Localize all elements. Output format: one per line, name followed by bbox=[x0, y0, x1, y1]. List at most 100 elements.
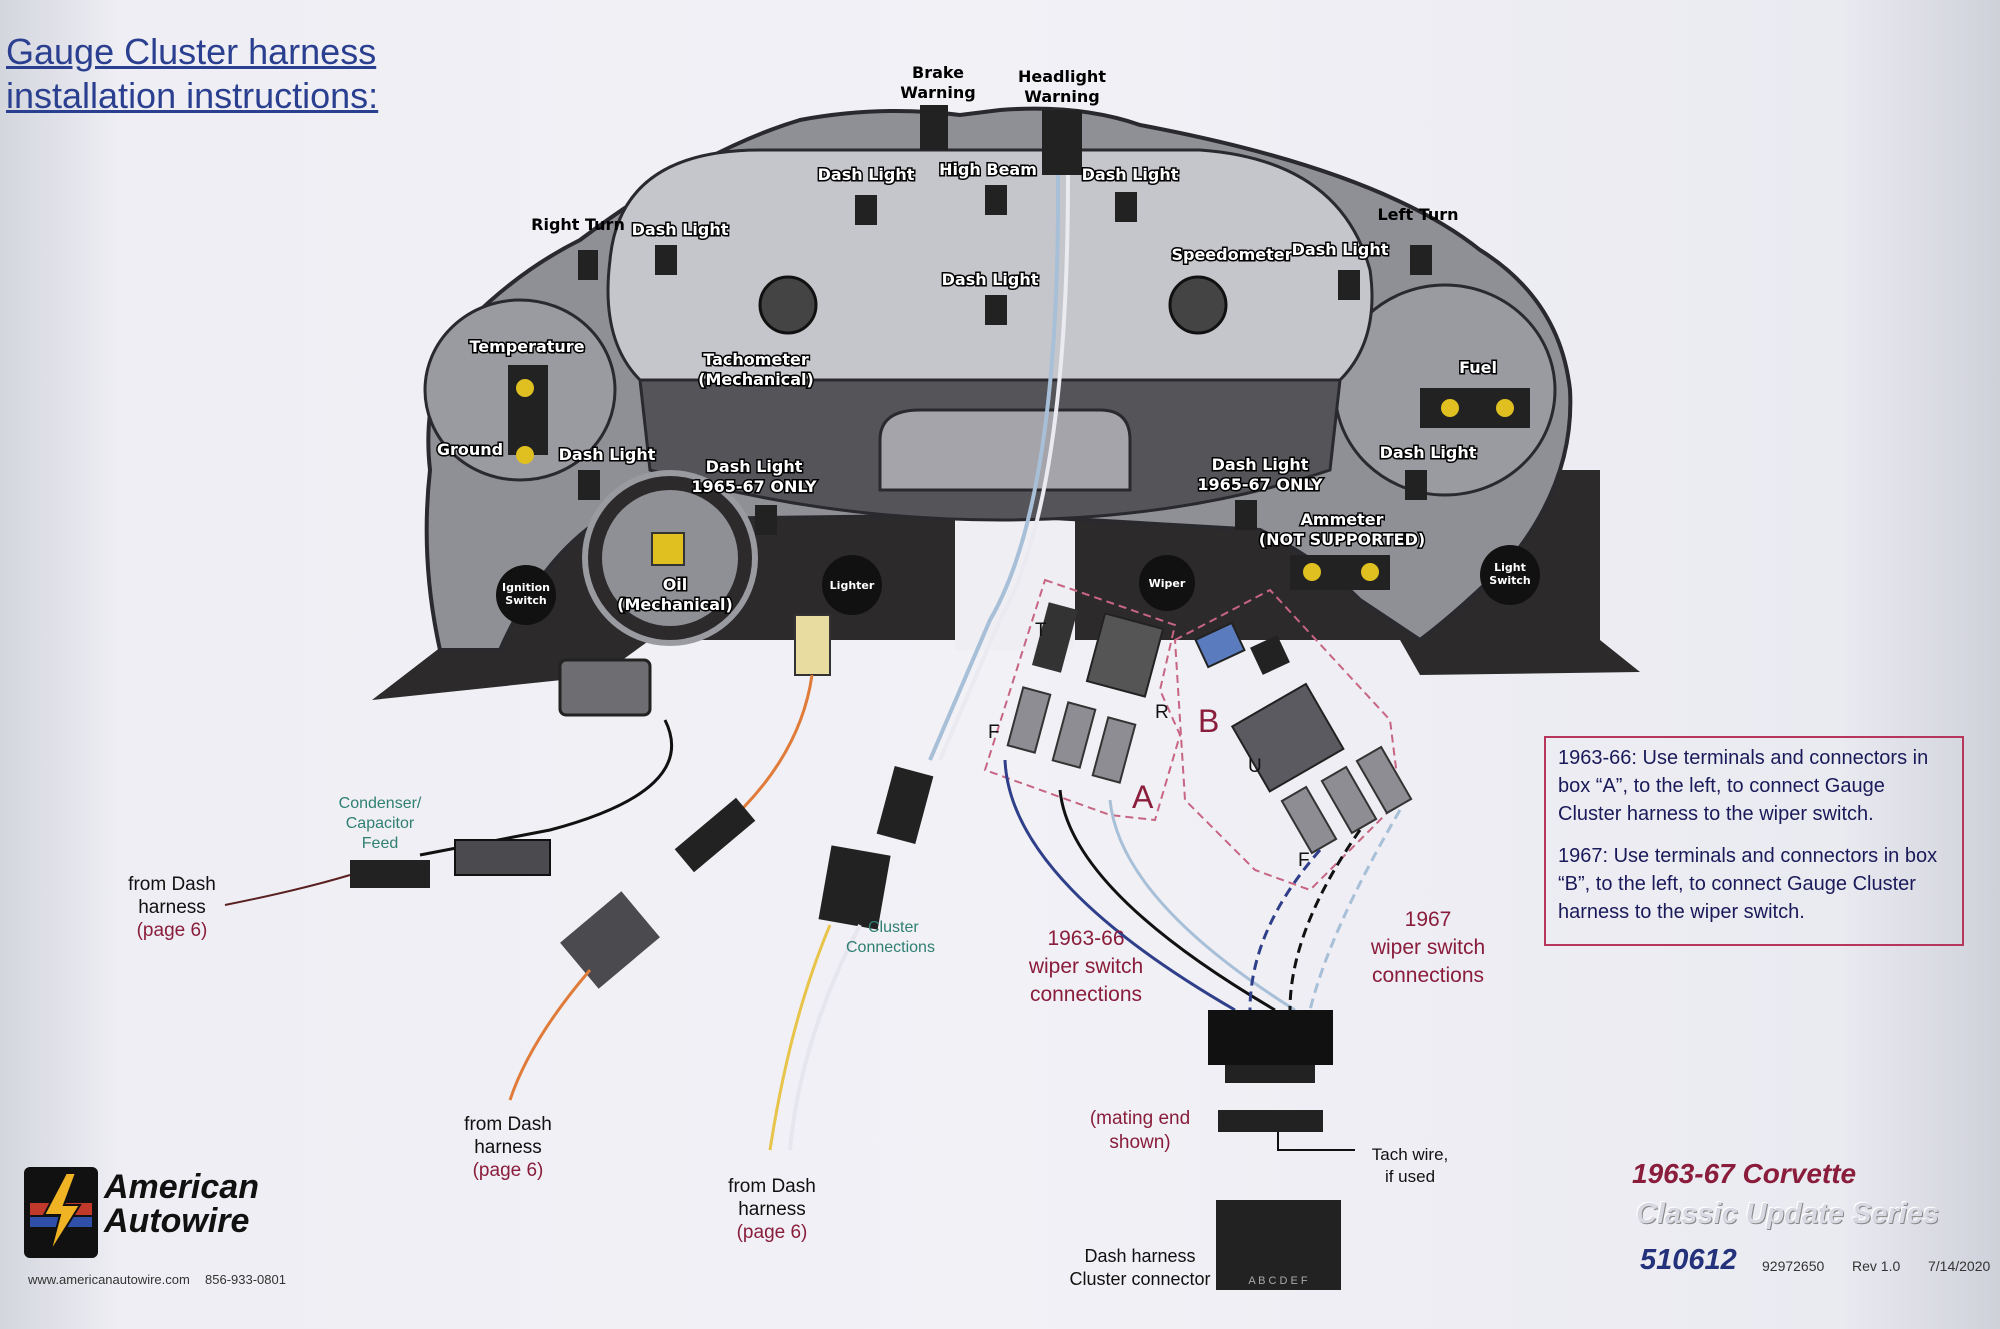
wiper-wire-blue-67 bbox=[1248, 849, 1322, 1011]
callout-mating-1: (mating end bbox=[1090, 1108, 1190, 1129]
headlight-warning-connector bbox=[1042, 110, 1082, 175]
american-autowire-logo-icon bbox=[24, 1167, 98, 1258]
socket-dash-light-7 bbox=[1405, 470, 1427, 500]
callout-cluster-2: Connections bbox=[846, 939, 935, 956]
label-brake-warning-1: Brake bbox=[912, 63, 964, 82]
label-brake-warning-2: Warning bbox=[900, 83, 975, 102]
label-dash-light-5: Dash Light bbox=[1292, 240, 1389, 259]
callout-wiper6366-1: 1963-66 bbox=[1047, 927, 1124, 950]
brake-warning-connector bbox=[920, 105, 948, 150]
light-switch-hole bbox=[1480, 545, 1540, 605]
fuel-terminal-1 bbox=[1441, 399, 1459, 417]
brand-phone: 856-933-0801 bbox=[205, 1272, 286, 1287]
brand-website: www.americanautowire.com bbox=[28, 1272, 190, 1287]
callout-wiper67-1: 1967 bbox=[1405, 908, 1452, 931]
temperature-terminals bbox=[508, 365, 548, 455]
headlight-wire-2 bbox=[938, 174, 1070, 761]
callout-from-dash-c-2: harness bbox=[738, 1199, 806, 1220]
oil-fitting bbox=[651, 532, 685, 566]
label-dash-light-2: Dash Light bbox=[1082, 165, 1179, 184]
label-temperature: Temperature bbox=[469, 337, 584, 356]
connector-pin-letters: A B C D E F bbox=[1248, 1275, 1308, 1287]
socket-dash-light-4 bbox=[985, 295, 1007, 325]
label-light-switch-2: Switch bbox=[1489, 574, 1530, 587]
letter-B-box: B bbox=[1198, 703, 1219, 739]
label-headlight-warning-1: Headlight bbox=[1018, 67, 1106, 86]
label-ignition-2: Switch bbox=[505, 594, 546, 607]
lighter-plug-female bbox=[560, 891, 660, 989]
label-headlight-warning-2: Warning bbox=[1024, 87, 1099, 106]
lighter-hole bbox=[822, 555, 882, 615]
headlight-wire-1 bbox=[928, 174, 1061, 761]
callout-wiper67-2: wiper switch bbox=[1370, 936, 1485, 959]
note-1967: 1967: Use terminals and connectors in bo… bbox=[1558, 845, 1938, 923]
terminal-b-1 bbox=[1280, 785, 1338, 855]
label-ignition-1: Ignition bbox=[502, 581, 550, 594]
label-left-turn: Left Turn bbox=[1377, 205, 1458, 224]
tach-wire-leader bbox=[1277, 1132, 1355, 1151]
callout-condenser-1: Condenser/ bbox=[339, 795, 422, 812]
label-fuel: Fuel bbox=[1459, 358, 1497, 377]
letter-A-box: A bbox=[1132, 779, 1154, 815]
socket-dash-light-1 bbox=[855, 195, 877, 225]
fuel-terminal-2 bbox=[1496, 399, 1514, 417]
brand-name: American Autowire bbox=[104, 1168, 259, 1240]
socket-dash-light-2 bbox=[1115, 192, 1137, 222]
callout-condenser-3: Feed bbox=[362, 835, 398, 852]
terminal-T bbox=[1031, 602, 1078, 673]
letter-F-a: F bbox=[988, 722, 1000, 743]
callout-condenser-2: Capacitor bbox=[346, 815, 415, 832]
wiper-wire-blue bbox=[1003, 759, 1236, 1012]
callout-wiper67-3: connections bbox=[1372, 964, 1484, 987]
label-dash-light-7: Dash Light bbox=[1380, 443, 1477, 462]
socket-dash-light-6 bbox=[578, 470, 600, 500]
main-gauge-face bbox=[606, 148, 1374, 382]
terminal-U bbox=[1230, 682, 1345, 793]
tachometer-cable-nut bbox=[758, 275, 818, 335]
socket-high-beam bbox=[985, 185, 1007, 215]
callout-tach-2: if used bbox=[1385, 1167, 1435, 1186]
condenser-wire bbox=[419, 719, 674, 857]
footer-series: Classic Update Series bbox=[1636, 1198, 1940, 1230]
ammeter-terminal-1 bbox=[1303, 563, 1321, 581]
cluster-wire-white bbox=[788, 924, 862, 1151]
callout-tach-1: Tach wire, bbox=[1372, 1145, 1449, 1164]
wiper-wire-black-67 bbox=[1288, 829, 1362, 1011]
cluster-connector-bottom bbox=[818, 845, 891, 930]
footer-rev: Rev 1.0 bbox=[1852, 1258, 1901, 1274]
footer-code: 92972650 bbox=[1762, 1258, 1825, 1274]
terminals-A-F bbox=[1006, 686, 1137, 784]
wiper-hole bbox=[1139, 555, 1195, 611]
socket-dash-light-6567-a bbox=[755, 505, 777, 535]
label-right-turn: Right Turn bbox=[531, 215, 625, 234]
dash-cluster-connector bbox=[1216, 1200, 1341, 1290]
wiper-connector-pins bbox=[1225, 1065, 1315, 1083]
label-dash-light-6567-b-2: 1965-67 ONLY bbox=[1197, 475, 1323, 494]
speedometer-cable-nut bbox=[1168, 275, 1228, 335]
label-ground: Ground bbox=[437, 440, 503, 459]
wiper-wire-lightblue-67 bbox=[1308, 809, 1402, 1011]
instruction-note-box: 1963-66: Use terminals and connectors in… bbox=[1544, 736, 1964, 946]
label-tachometer-2: (Mechanical) bbox=[698, 370, 814, 389]
label-speedometer: Speedometer bbox=[1171, 245, 1292, 264]
label-light-switch-1: Light bbox=[1494, 561, 1526, 574]
terminal-B-blue bbox=[1194, 621, 1246, 669]
terminal-b-2 bbox=[1320, 765, 1378, 835]
wiper-wire-black bbox=[1058, 789, 1276, 1012]
cluster-connector-top bbox=[876, 766, 934, 844]
terminal-a-3 bbox=[1091, 716, 1137, 784]
ignition-bracket bbox=[558, 658, 652, 717]
label-ammeter-1: Ammeter bbox=[1301, 510, 1384, 529]
label-dash-light-6567-a-1: Dash Light bbox=[706, 457, 803, 476]
callout-from-dash-a-2: harness bbox=[138, 897, 206, 918]
label-wiper: Wiper bbox=[1149, 577, 1186, 590]
callout-from-dash-a-3: (page 6) bbox=[137, 920, 208, 941]
label-dash-light-6567-a-2: 1965-67 ONLY bbox=[691, 477, 817, 496]
callout-from-dash-a-1: from Dash bbox=[128, 874, 216, 895]
callout-wiper6366-3: connections bbox=[1030, 983, 1142, 1006]
ammeter-terminal-2 bbox=[1361, 563, 1379, 581]
label-tachometer-1: Tachometer bbox=[703, 350, 809, 369]
socket-dash-light-6567-b bbox=[1235, 500, 1257, 530]
